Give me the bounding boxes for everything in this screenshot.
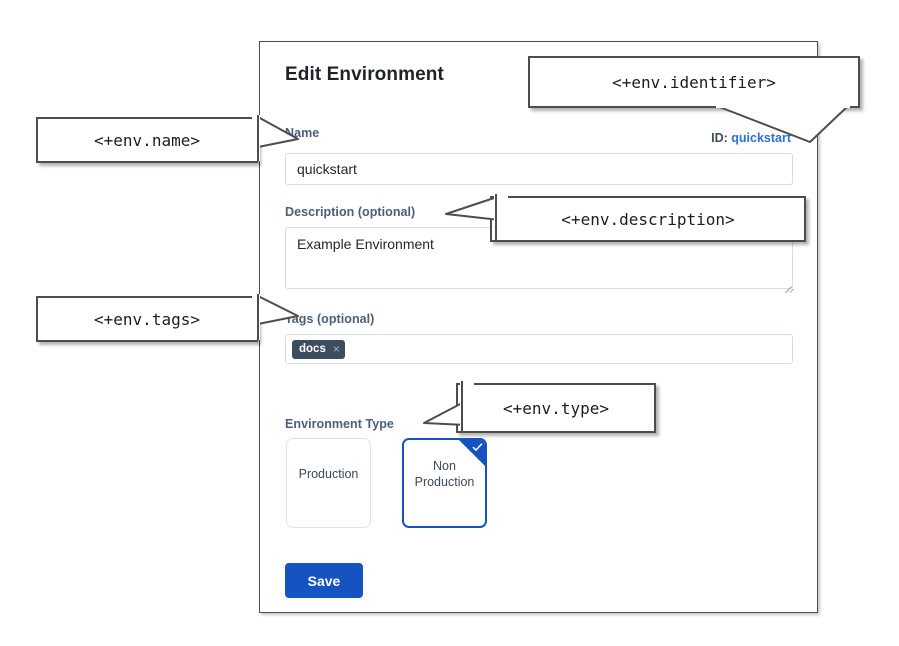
page-title: Edit Environment	[285, 64, 444, 85]
environment-type-option-non-production[interactable]: Non Production	[402, 438, 487, 528]
id-prefix-label: ID:	[711, 131, 728, 145]
description-label: Description (optional)	[285, 205, 416, 219]
environment-id-link[interactable]: quickstart	[731, 131, 791, 145]
annotation-callout-env-type: <+env.type>	[456, 383, 656, 433]
annotation-callout-env-identifier: <+env.identifier>	[528, 56, 860, 108]
tags-label: Tags (optional)	[285, 312, 375, 326]
save-button[interactable]: Save	[285, 563, 363, 598]
environment-id-line: ID: quickstart	[711, 131, 791, 145]
tag-chip-label: docs	[299, 343, 326, 355]
selected-check-icon	[459, 440, 485, 466]
environment-type-option-production[interactable]: Production	[286, 438, 371, 528]
annotation-callout-env-name: <+env.name>	[36, 117, 258, 163]
environment-type-option-label: Production	[298, 467, 359, 482]
checkmark-icon	[472, 443, 483, 451]
environment-type-option-label-line1: Non	[433, 459, 456, 474]
edit-environment-dialog: Edit Environment Name ID: quickstart Des…	[259, 41, 818, 613]
environment-type-option-label-line2: Production	[414, 475, 475, 489]
annotation-callout-env-tags: <+env.tags>	[36, 296, 258, 342]
name-input[interactable]	[285, 153, 793, 185]
annotation-callout-env-description: <+env.description>	[490, 196, 806, 242]
environment-type-label: Environment Type	[285, 417, 394, 431]
tag-remove-icon[interactable]: ×	[332, 342, 340, 356]
environment-type-option-label: Non Production	[409, 459, 481, 490]
tags-input[interactable]: docs ×	[285, 334, 793, 364]
tag-chip[interactable]: docs ×	[292, 339, 345, 359]
name-label: Name	[285, 126, 320, 140]
